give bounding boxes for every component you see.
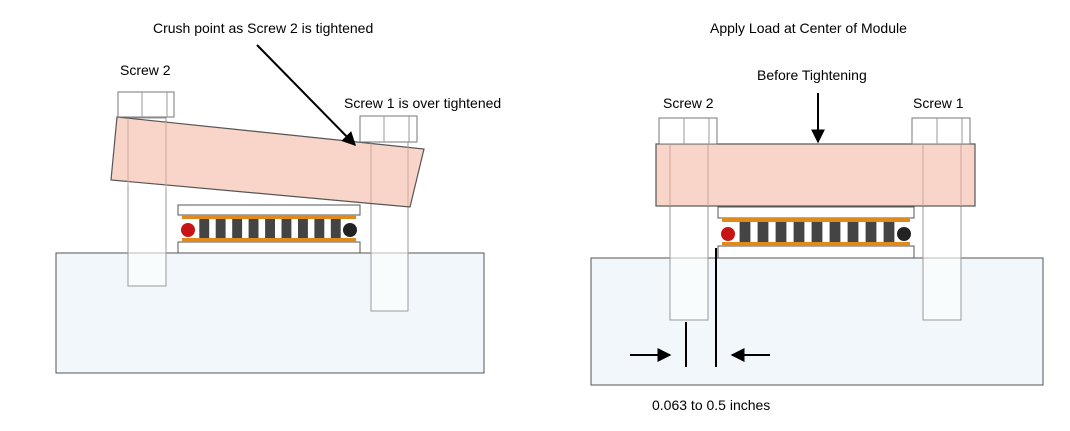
contact-pin [775,222,787,242]
before-tightening-label: Before Tightening [757,67,867,83]
right-contact-band-bottom [722,242,910,246]
contact-pin [199,219,210,238]
contact-pin [811,222,823,242]
right-lid [655,143,976,207]
left-screw1-label: Screw 1 is over tightened [344,95,501,111]
left-tilted-lid [110,116,425,208]
right-screw1-head [911,117,971,145]
right-socket-module [717,206,915,259]
contact-pin [865,222,877,242]
contact-pin [757,222,769,242]
right-contact-band-top [722,218,910,222]
contact-pin [739,222,751,242]
right-screw2-head [658,117,718,145]
contact-pin [298,219,308,238]
left-screw1-head [359,115,418,143]
left-screw2-head [117,91,175,118]
left-ball-red [181,223,195,237]
left-base-block [55,252,485,374]
left-contact-band-top [182,215,356,219]
contact-pin [793,222,805,242]
right-contact-pins [739,222,895,242]
right-screw2-label: Screw 2 [663,95,714,111]
left-contact-band-bottom [182,238,356,242]
contact-pin [314,219,325,238]
left-contact-pins [199,219,341,238]
left-assembly [55,44,485,374]
right-ball-dark [897,227,911,241]
contact-pin [248,219,259,238]
left-ball-dark [343,223,357,237]
right-socket-bottom-plate [717,245,915,259]
right-base-block [590,257,1044,386]
contact-pin [847,222,859,242]
contact-pin [232,219,243,238]
contact-pin [330,219,341,238]
crush-point-arrow [256,44,356,146]
contact-pin [215,219,226,238]
gap-dimension-label: 0.063 to 0.5 inches [652,397,770,413]
crush-point-callout: Crush point as Screw 2 is tightened [153,20,373,36]
left-socket-top-plate [177,204,361,216]
right-socket-top-plate [717,206,915,219]
right-screw1-label: Screw 1 [913,95,964,111]
left-socket-bottom-plate [177,241,361,254]
contact-pin [265,219,275,238]
right-panel-title: Apply Load at Center of Module [710,20,907,36]
right-ball-red [721,227,735,241]
contact-pin [829,222,841,242]
left-screw2-label: Screw 2 [120,62,171,78]
right-assembly [590,93,1044,386]
contact-pin [883,222,895,242]
contact-pin [281,219,292,238]
left-socket-module [177,204,361,254]
